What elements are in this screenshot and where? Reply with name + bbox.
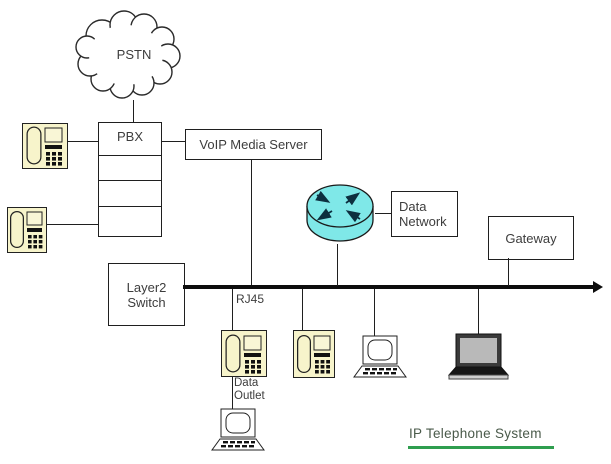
pbx-label: PBX — [116, 129, 143, 144]
layer2-switch-label-line2: Switch — [127, 294, 166, 310]
title-underline — [408, 446, 554, 449]
connector-pbx-voip — [161, 141, 185, 142]
connector-bus-workstation — [374, 289, 375, 337]
connector-router-bus — [337, 244, 338, 286]
ip-phone-icon — [221, 330, 267, 377]
connector-bus-ipphone1 — [232, 289, 233, 330]
desk-phone-icon — [7, 207, 47, 253]
pstn-label: PSTN — [116, 47, 152, 62]
data-network-label-line2: Network — [399, 214, 447, 229]
pbx-box: PBX — [98, 122, 162, 237]
diagram-title: IP Telephone System — [409, 426, 542, 441]
workstation-icon — [352, 335, 408, 383]
pstn-cloud — [72, 6, 186, 104]
layer2-switch-label-line1: Layer2 — [126, 279, 167, 295]
pbx-divider — [99, 180, 161, 181]
layer2-switch-box: Layer2 Switch — [108, 263, 185, 326]
connector-phone1-pbx — [68, 141, 98, 142]
workstation-icon — [210, 408, 266, 456]
voip-media-server-box: VoIP Media Server — [185, 129, 322, 160]
gateway-box: Gateway — [488, 216, 574, 260]
connector-phone2-pbx — [47, 224, 98, 225]
connector-voip-bus — [251, 159, 252, 287]
router-icon — [304, 182, 376, 246]
pbx-divider — [99, 206, 161, 207]
connector-router-datanetwork — [375, 213, 391, 214]
data-outlet-label-line1: Data — [234, 377, 259, 389]
connector-gateway-bus — [508, 258, 509, 286]
desk-phone-icon — [22, 123, 68, 169]
connector-cloud-pbx — [133, 100, 134, 122]
network-bus-line — [183, 285, 595, 289]
data-outlet-label-line2: Outlet — [234, 390, 265, 402]
connector-bus-ipphone2 — [302, 289, 303, 330]
rj45-label: RJ45 — [236, 292, 265, 306]
gateway-label: Gateway — [505, 230, 557, 246]
voip-media-server-label: VoIP Media Server — [199, 137, 308, 152]
laptop-icon — [447, 333, 509, 381]
data-network-label-line1: Data — [399, 199, 427, 214]
pbx-divider — [99, 155, 161, 156]
data-network-box: Data Network — [391, 191, 458, 237]
ip-phone-icon — [293, 330, 335, 378]
connector-bus-laptop — [478, 289, 479, 334]
connector-ipphone1-workstation — [232, 377, 233, 410]
bus-arrowhead — [593, 281, 603, 293]
